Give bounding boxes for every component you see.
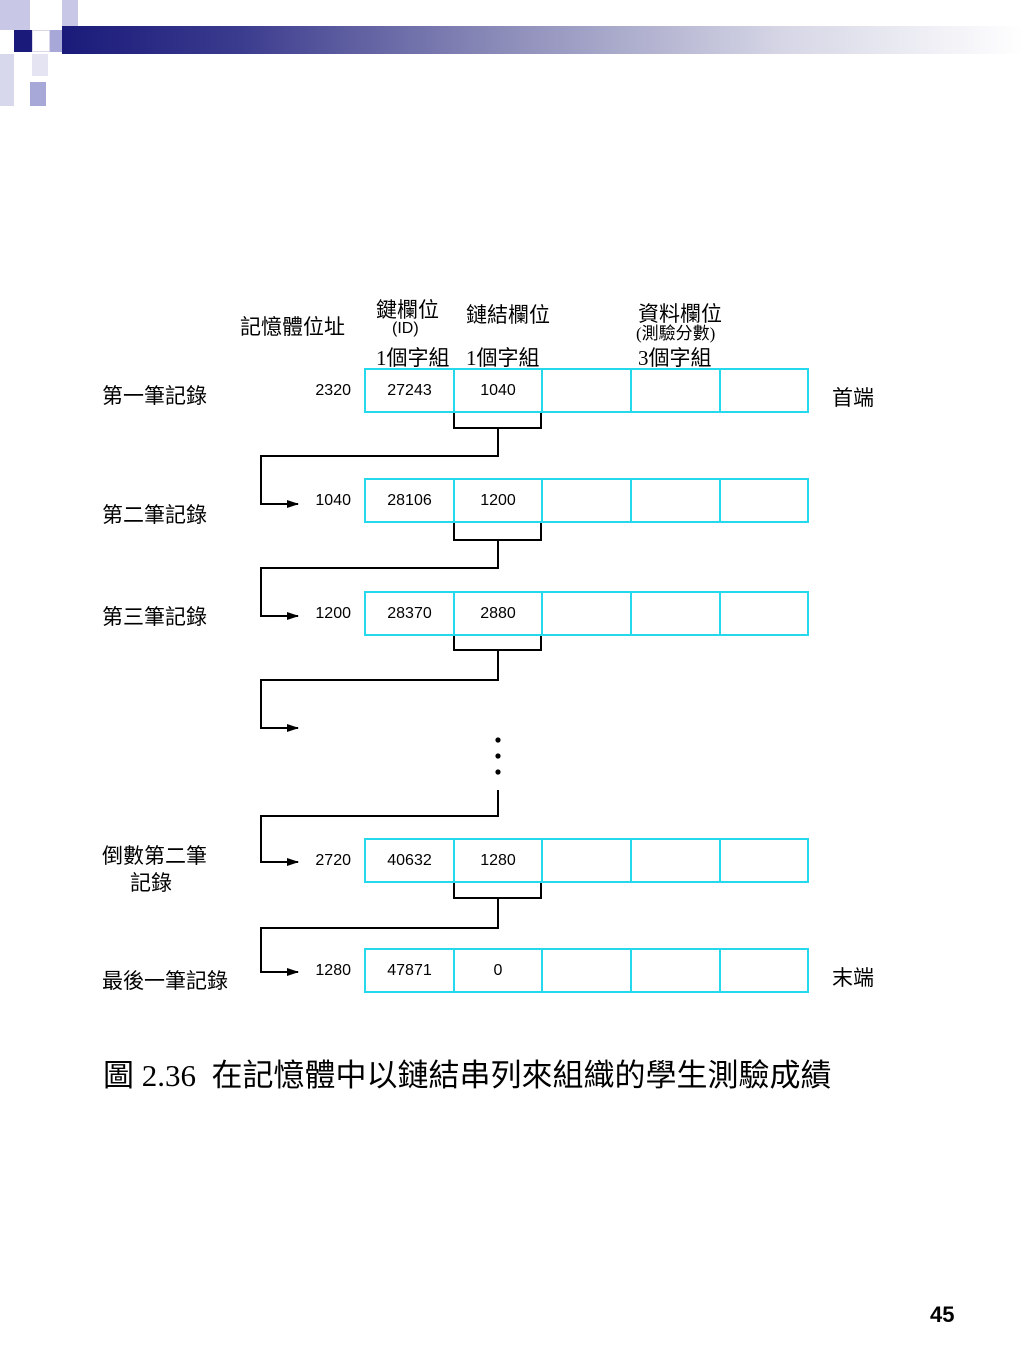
data-cell — [630, 838, 721, 883]
deco-square — [30, 82, 46, 106]
deco-square — [50, 30, 62, 52]
header-gradient-bar — [62, 26, 1024, 54]
link-cell: 1040 — [453, 368, 543, 413]
link-cell: 0 — [453, 948, 543, 993]
deco-square — [30, 0, 62, 26]
data-cell — [719, 948, 809, 993]
key-cell: 27243 — [364, 368, 455, 413]
link-arrow — [260, 650, 499, 732]
record-label-last: 最後一筆記錄 — [102, 969, 228, 993]
link-arrow — [260, 540, 499, 620]
ellipsis-dot — [495, 737, 501, 743]
link-cell: 2880 — [453, 591, 543, 636]
link-field-header: 鏈結欄位 — [466, 303, 550, 327]
deco-square — [32, 30, 50, 52]
link-arrow — [260, 790, 499, 866]
link-field-size: 1個字組 — [466, 346, 540, 370]
head-label: 首端 — [832, 386, 874, 410]
data-cell — [541, 368, 632, 413]
record-label-third: 第三筆記錄 — [102, 605, 207, 629]
key-cell: 28370 — [364, 591, 455, 636]
key-field-header: 鍵欄位 — [376, 298, 439, 322]
ellipsis-dot — [495, 769, 501, 775]
address-header: 記憶體位址 — [240, 315, 345, 339]
link-bracket — [453, 634, 542, 651]
data-cell — [630, 368, 721, 413]
record-address: 1040 — [315, 492, 351, 509]
deco-square — [0, 54, 14, 106]
figure-caption: 圖 2.36 在記憶體中以鏈結串列來組織的學生測驗成績 — [103, 1058, 832, 1093]
record-address: 1200 — [315, 605, 351, 622]
record-label-second-last-line1: 倒數第二筆 — [102, 844, 207, 868]
data-cell — [541, 478, 632, 523]
deco-square — [0, 0, 30, 30]
record-address: 1280 — [315, 962, 351, 979]
record-address: 2320 — [315, 382, 351, 399]
data-cell — [630, 478, 721, 523]
record-address: 2720 — [315, 852, 351, 869]
link-bracket — [453, 412, 542, 429]
data-cell — [719, 478, 809, 523]
tail-label: 末端 — [832, 966, 874, 990]
deco-square — [62, 0, 78, 26]
data-cell — [719, 591, 809, 636]
page-number: 45 — [930, 1302, 955, 1327]
record-label-second-last-line2: 記錄 — [130, 871, 172, 895]
data-cell — [719, 838, 809, 883]
link-cell: 1200 — [453, 478, 543, 523]
key-field-subheader: (ID) — [392, 320, 419, 337]
deco-square — [32, 54, 48, 76]
data-cell — [541, 838, 632, 883]
deco-square — [14, 30, 32, 52]
key-cell: 47871 — [364, 948, 455, 993]
data-cell — [719, 368, 809, 413]
record-label-first: 第一筆記錄 — [102, 384, 207, 408]
ellipsis-dot — [495, 753, 501, 759]
link-cell: 1280 — [453, 838, 543, 883]
link-arrow — [260, 428, 499, 508]
data-cell — [630, 591, 721, 636]
data-cell — [630, 948, 721, 993]
data-field-subheader: (測驗分數) — [636, 324, 716, 343]
data-cell — [541, 948, 632, 993]
data-field-size: 3個字組 — [638, 346, 712, 370]
key-cell: 28106 — [364, 478, 455, 523]
key-field-size: 1個字組 — [376, 346, 450, 370]
data-cell — [541, 591, 632, 636]
data-field-header: 資料欄位 — [638, 302, 722, 326]
link-arrow — [260, 898, 499, 976]
link-bracket — [453, 522, 542, 541]
record-label-second: 第二筆記錄 — [102, 503, 207, 527]
key-cell: 40632 — [364, 838, 455, 883]
